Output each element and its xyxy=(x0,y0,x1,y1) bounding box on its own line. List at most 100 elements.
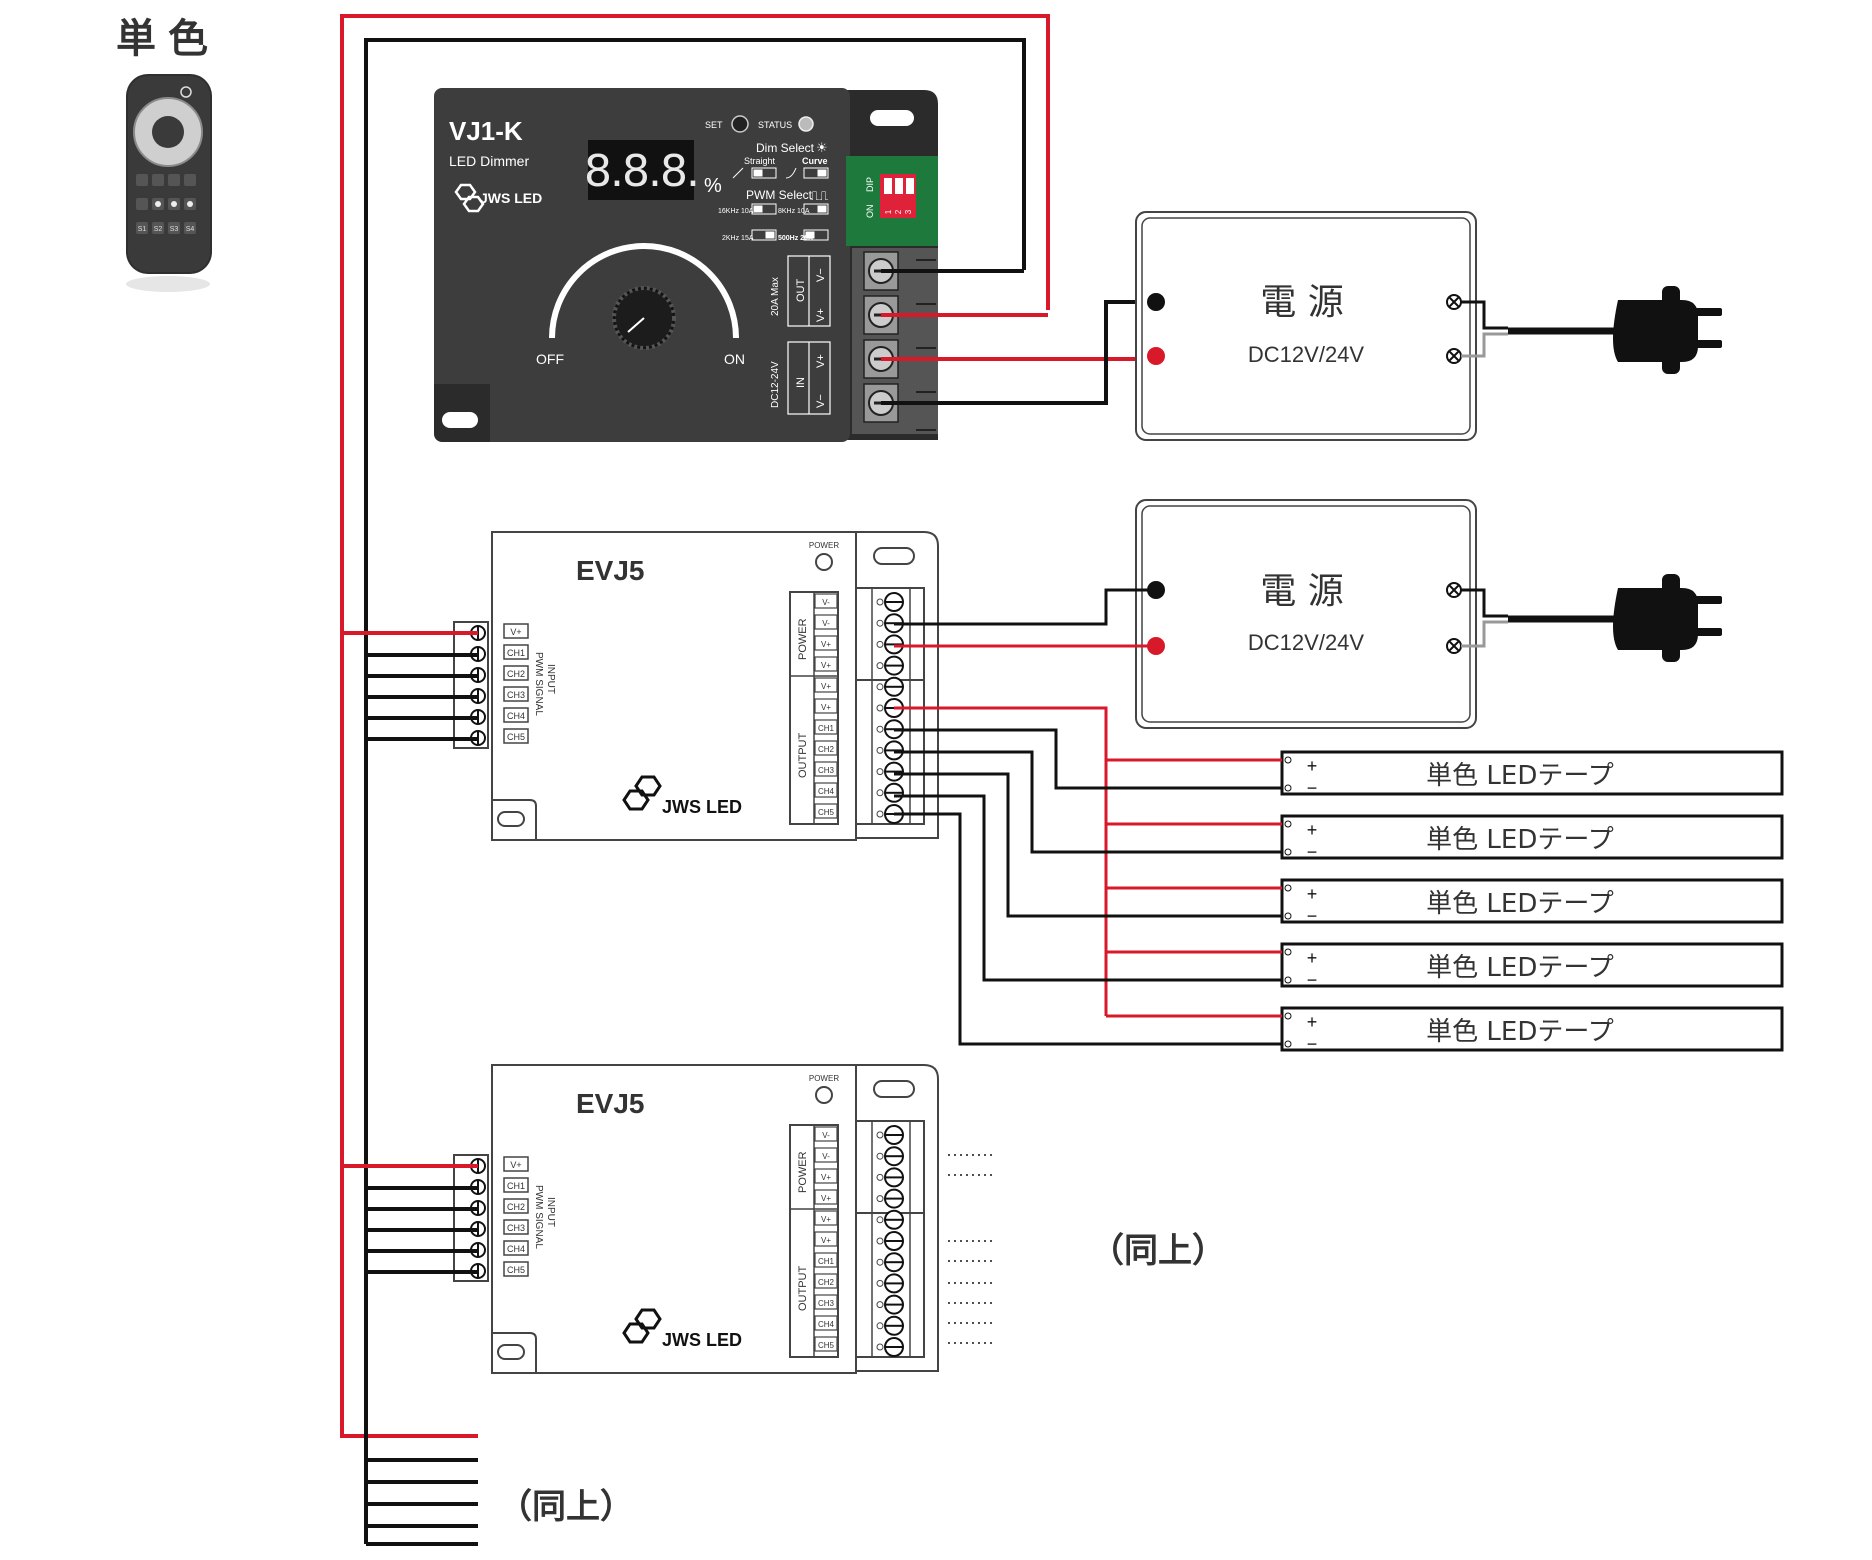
amp-2-input-terminal-label: CH2 xyxy=(507,1202,525,1212)
led-tape-4: +−単色 LEDテープ xyxy=(1280,942,1784,990)
display-percent: % xyxy=(704,175,722,197)
amp-2-output-terminal-label: V+ xyxy=(821,1236,831,1245)
amp-2-output-terminal-label: CH2 xyxy=(818,1278,835,1287)
amp-1-output-wires xyxy=(894,706,1282,1046)
amp-2-output-terminal-label: V- xyxy=(822,1131,830,1140)
amp-2-brand: JWS LED xyxy=(662,1330,742,1350)
set-button[interactable] xyxy=(731,115,749,133)
amp-2-brand-logo xyxy=(622,1308,662,1344)
led-tape-5: +−単色 LEDテープ xyxy=(1280,1006,1784,1054)
amp-2-output-terminal-label: CH5 xyxy=(818,1341,835,1350)
amp-1-output-terminal-label: CH5 xyxy=(818,808,835,817)
psu-1-negative-terminal[interactable] xyxy=(1147,293,1165,311)
psu-2-title: 電 源 xyxy=(1260,571,1343,612)
amp-2-dotted-outputs: ········ ········ ········ ········ ····… xyxy=(946,1144,994,1352)
led-tape-minus-label: − xyxy=(1307,1034,1318,1054)
amp-2-input-terminal-label: CH5 xyxy=(507,1265,525,1275)
led-tape-plus-label: + xyxy=(1307,1012,1318,1032)
amp-2-power-label: POWER xyxy=(809,1074,839,1083)
led-display xyxy=(588,140,694,200)
curve-label: Curve xyxy=(802,156,828,166)
ac-plug-1-icon xyxy=(1613,286,1722,374)
dots-7: ········ xyxy=(946,1312,994,1332)
remote-button-s1[interactable]: S1 xyxy=(138,226,147,233)
pwm-option-8khz: 8KHz 10A xyxy=(778,208,810,215)
psu-2-spec: DC12V/24V xyxy=(1248,630,1365,655)
amp-2-output-terminal-label: V- xyxy=(822,1152,830,1161)
pwm-switches[interactable] xyxy=(751,203,829,241)
dip-num-1: 1 xyxy=(884,209,893,214)
amp-1-output-terminal-label: CH2 xyxy=(818,745,835,754)
amp-1-output-terminal-label: V- xyxy=(822,619,830,628)
dip-on-label: ON xyxy=(865,205,875,219)
led-tape-label: 単色 LEDテープ xyxy=(1426,761,1614,791)
off-label: OFF xyxy=(536,351,564,367)
remote-button-s4[interactable]: S4 xyxy=(186,226,195,233)
psu-1-title: 電 源 xyxy=(1260,282,1343,323)
amp-1-power-wires xyxy=(894,588,1156,648)
bus-wires xyxy=(340,14,1050,1544)
amp-2-power-led xyxy=(815,1086,833,1104)
led-tape-label: 単色 LEDテープ xyxy=(1426,953,1614,983)
remote-control: S1 S2 S3 S4 xyxy=(126,74,212,292)
amp-1-input-terminal-label: CH4 xyxy=(507,711,525,721)
in-label: IN xyxy=(795,377,807,388)
amp-2-model: EVJ5 xyxy=(576,1088,645,1119)
amp-2-pwm-signal-label: PWM SIGNAL xyxy=(533,1185,544,1249)
led-tape-plus-label: + xyxy=(1307,948,1318,968)
amp-1-output-terminal-label: CH3 xyxy=(818,766,835,775)
amp-2-output-group-label: OUTPUT xyxy=(797,1266,809,1312)
power-supply-2: 電 源 DC12V/24V xyxy=(1135,499,1477,729)
amp-2-input-label: INPUT xyxy=(545,1197,556,1227)
led-tape-minus-label: − xyxy=(1307,842,1318,862)
amp-1-input-terminal-label: V+ xyxy=(510,627,521,637)
amp-2-output-terminal-label: CH1 xyxy=(818,1257,835,1266)
pwm-option-16khz: 16KHz 10A xyxy=(718,208,754,215)
psu-1-positive-terminal[interactable] xyxy=(1147,347,1165,365)
led-tape-3: +−単色 LEDテープ xyxy=(1280,878,1784,926)
led-tape-1: +− 単色 LEDテープ xyxy=(1280,750,1784,798)
amp-2-input-terminal-label: V+ xyxy=(510,1160,521,1170)
out-vplus-label: V+ xyxy=(815,308,827,322)
black-bus-wire xyxy=(364,38,1026,1544)
set-label: SET xyxy=(705,120,723,130)
remote-button-s3[interactable]: S3 xyxy=(170,226,179,233)
bottom-continuation-wires xyxy=(366,1458,478,1546)
dim-mode-switches[interactable] xyxy=(732,167,829,179)
amp-2-output-terminal-label: V+ xyxy=(821,1215,831,1224)
display-digits: 8.8.8. xyxy=(584,146,698,197)
led-tape-plus-label: + xyxy=(1307,756,1318,776)
dip-num-3: 3 xyxy=(904,209,913,214)
in-group-label: DC12-24V xyxy=(770,361,781,408)
led-tape-label: 単色 LEDテープ xyxy=(1426,825,1614,855)
amp-2-output-terminal-label: CH4 xyxy=(818,1320,835,1329)
amp-1-output-terminal-label: V+ xyxy=(821,661,831,670)
dimmer-model: VJ1-K xyxy=(449,116,523,146)
remote-button-grid[interactable] xyxy=(136,174,196,234)
sun-icon: ☀ xyxy=(816,141,828,156)
amp-1-power-led xyxy=(815,553,833,571)
amp-1-input-terminal-label: CH2 xyxy=(507,669,525,679)
dimmer-wires xyxy=(881,269,1156,405)
amp-1-brand-logo xyxy=(622,775,662,811)
led-tape-plus-label: + xyxy=(1307,884,1318,904)
amp-1-output-group-label: OUTPUT xyxy=(797,733,809,779)
led-tape-label: 単色 LEDテープ xyxy=(1426,889,1614,919)
remote-button-s2[interactable]: S2 xyxy=(154,226,163,233)
amp-1-output-terminal-label: CH4 xyxy=(818,787,835,796)
status-label: STATUS xyxy=(758,120,792,130)
ac-cord-1 xyxy=(1461,300,1622,358)
amp-1-input-connector xyxy=(453,621,489,749)
led-tape-minus-label: − xyxy=(1307,778,1318,798)
amp-1-output-terminal-label: V- xyxy=(822,598,830,607)
out-group-label: 20A Max xyxy=(770,277,781,316)
amp-1-input-terminal-label: CH3 xyxy=(507,690,525,700)
amp-1-input-label: INPUT xyxy=(545,664,556,694)
out-label: OUT xyxy=(795,279,807,303)
amp-1-power-label: POWER xyxy=(809,541,839,550)
psu-1-spec: DC12V/24V xyxy=(1248,342,1365,367)
power-icon[interactable] xyxy=(180,86,192,98)
dip-label: DIP xyxy=(865,177,875,192)
dots-6: ········ xyxy=(946,1292,994,1312)
